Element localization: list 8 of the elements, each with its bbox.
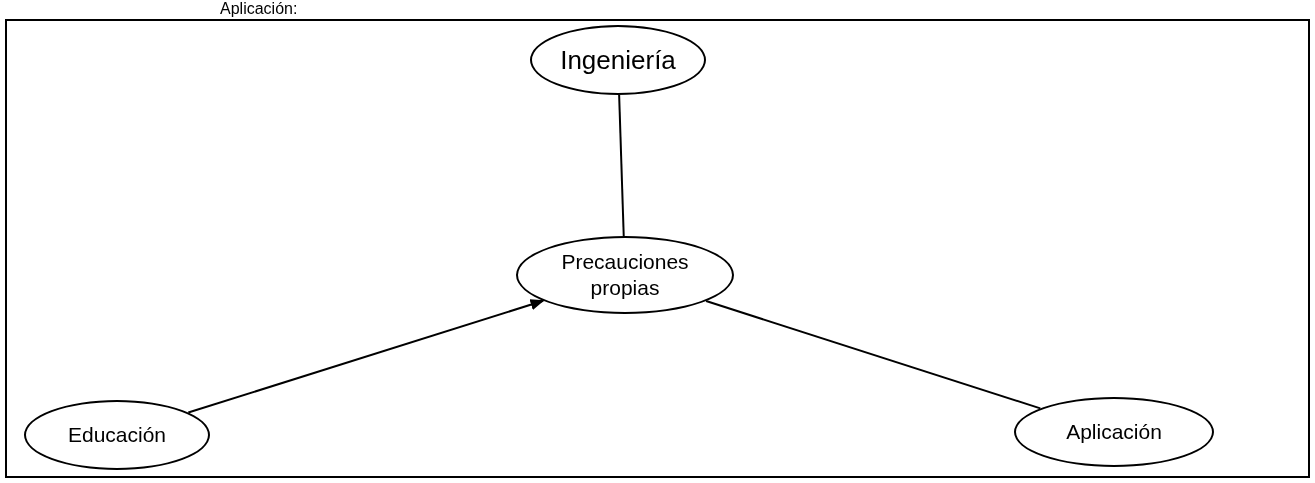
connector-line — [618, 94, 625, 237]
heading-text: Aplicación: — [220, 0, 298, 17]
node-label: Educación — [66, 421, 168, 448]
node-label: Aplicación — [1065, 418, 1163, 445]
arrow — [187, 299, 545, 414]
connector-line — [705, 300, 1042, 410]
node-label: Ingeniería — [559, 43, 677, 77]
node-label: Precauciones propias — [560, 248, 690, 301]
